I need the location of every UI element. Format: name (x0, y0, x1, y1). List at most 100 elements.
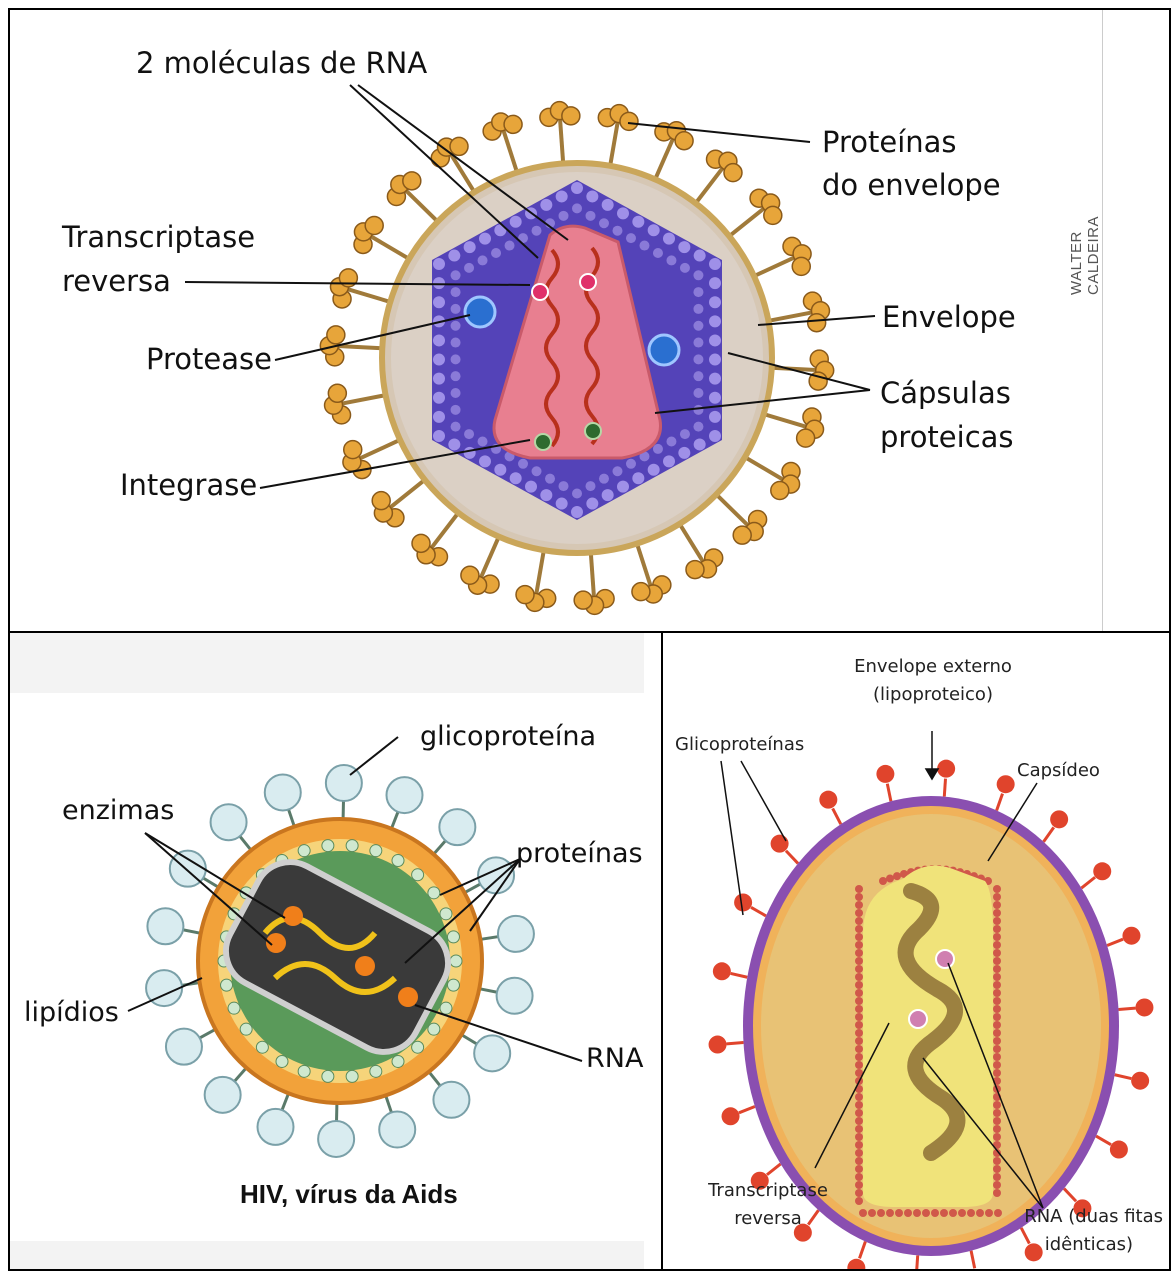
capsid-dot (886, 875, 894, 883)
knob (1050, 810, 1068, 828)
spike-knob (764, 206, 782, 224)
capsule-dot (572, 489, 582, 499)
capsule-dot (451, 321, 461, 331)
capsid-dot (855, 941, 863, 949)
spike-stalk (503, 128, 518, 176)
capsid-dot (855, 893, 863, 901)
capsule-dot (693, 270, 703, 280)
capsid-dot (993, 917, 1001, 925)
spike-stalk (654, 136, 674, 182)
capsule-dot (505, 241, 515, 251)
knob-stalk (1096, 1136, 1111, 1145)
capsid-dot (993, 1157, 1001, 1165)
capsid-dot (450, 955, 462, 967)
spike-stalk (345, 288, 393, 302)
knob-stalk (944, 779, 945, 797)
capsid-dot (993, 1053, 1001, 1061)
capsid-dot (895, 1209, 903, 1217)
spike-stalk (678, 521, 704, 564)
capsid-dot (993, 1109, 1001, 1117)
label-rna: RNA (586, 1043, 643, 1075)
capsid-dot (392, 1055, 404, 1067)
capsid-dot (855, 909, 863, 917)
capsid-dot (855, 1061, 863, 1069)
capsule-dot (694, 250, 706, 262)
knob-stalk (997, 794, 1003, 811)
artist-credit: WALTER CALDEIRA (1068, 194, 1102, 295)
glyco-sphere (205, 1077, 241, 1113)
capsid-dot (855, 1125, 863, 1133)
capsid-dot (993, 1005, 1001, 1013)
capsid-dot (412, 1041, 424, 1053)
capsid-dot (993, 1101, 1001, 1109)
capsid-dot (855, 901, 863, 909)
capsule-dot (556, 190, 568, 202)
label-rna-molecules: 2 moléculas de RNA (136, 46, 427, 80)
capsid-dot (855, 1045, 863, 1053)
spike-stalk (765, 312, 814, 322)
top-diagram-panel: 2 moléculas de RNA Transcriptase reversa… (8, 8, 1171, 633)
capsule-dot (451, 338, 461, 348)
label-outer-envelope-2: (lipoproteico) (833, 683, 1033, 707)
capsule-dot (448, 250, 460, 262)
capsid-dot (228, 1002, 240, 1014)
spike-stalk (480, 534, 500, 580)
capsid-dot (256, 1041, 268, 1053)
capsule-dot (693, 371, 703, 381)
capsid-dot (993, 1173, 1001, 1181)
capsule-dot (648, 224, 660, 236)
label-reverse-transcriptase-2: reversa (62, 264, 171, 298)
knob (997, 775, 1015, 793)
capsule-dot (494, 464, 506, 476)
capsid-dot (855, 1149, 863, 1157)
capsid-dot (855, 1173, 863, 1181)
knob-stalk (751, 907, 766, 916)
capsule-dot (510, 216, 522, 228)
spike-knob (562, 107, 580, 125)
capsule-dot (663, 455, 675, 467)
spike-knob (808, 314, 826, 332)
capsid-dot (868, 1209, 876, 1217)
capsule-dot (709, 411, 721, 423)
knob-stalk (1044, 827, 1054, 841)
capsule-dot (585, 481, 595, 491)
capsid-dot (855, 1053, 863, 1061)
capsule-dot (709, 296, 721, 308)
capsule-dot (693, 388, 703, 398)
capsid-dot (993, 965, 1001, 973)
knob (1135, 998, 1153, 1016)
capsid-dot (993, 1165, 1001, 1173)
capsid-dot (855, 1109, 863, 1117)
capsule-dot (709, 315, 721, 327)
knob-stalk (1119, 1008, 1136, 1009)
capsule-dot (451, 287, 461, 297)
knob (709, 1036, 727, 1054)
spike-stalk (430, 510, 460, 550)
capsid-dot (855, 1029, 863, 1037)
knob (1122, 927, 1140, 945)
capsule-dot (709, 334, 721, 346)
spike-knob (372, 492, 390, 510)
spike-knob (771, 482, 789, 500)
label-protease: Protease (146, 342, 272, 376)
capsule-dot (433, 392, 445, 404)
glyco-sphere (318, 1121, 354, 1157)
spike-knob (675, 132, 693, 150)
spike-knob (365, 216, 383, 234)
spike-knob (632, 583, 650, 601)
capsid-dot (993, 989, 1001, 997)
capsid-dot (440, 1002, 452, 1014)
capsule-dot (617, 207, 629, 219)
capsid-dot (949, 1209, 957, 1217)
capsule-dot (451, 354, 461, 364)
label-rna-2: idênticas) (963, 1233, 1133, 1257)
label-envelope-proteins-2: do envelope (822, 168, 1001, 202)
capsid-dot (370, 845, 382, 857)
capsid-dot (879, 877, 887, 885)
capsid-dot (855, 1197, 863, 1205)
capsid-dot (855, 1101, 863, 1109)
capsid-dot (855, 1189, 863, 1197)
capsid-dot (922, 1209, 930, 1217)
capsule-dot (464, 263, 474, 273)
capsid-dot (931, 1209, 939, 1217)
